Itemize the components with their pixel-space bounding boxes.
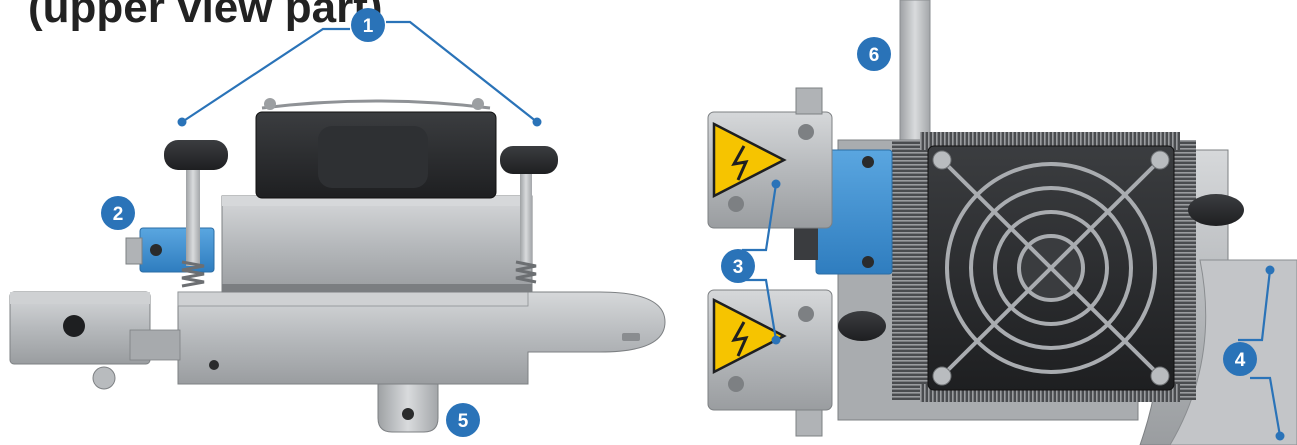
thumb-screw-left xyxy=(164,140,228,288)
page-title: (upper view part) xyxy=(28,0,383,32)
leader-4 xyxy=(1238,269,1272,342)
base-plate xyxy=(177,291,666,385)
fan-clip-wire xyxy=(261,99,491,110)
clamp-bore xyxy=(63,315,85,337)
callout-6: 6 xyxy=(857,37,891,71)
clamp-knob xyxy=(92,366,116,390)
side-view xyxy=(9,98,666,433)
warning-high-voltage-icon-2 xyxy=(712,297,787,375)
callout-4: 4 xyxy=(1223,342,1257,376)
base-plate-lip xyxy=(177,291,529,307)
callout-2-label: 2 xyxy=(113,204,124,225)
callout-4-label: 4 xyxy=(1235,350,1246,371)
base-hole xyxy=(209,360,219,370)
callout-1-label: 1 xyxy=(363,16,374,37)
heatsink-top-edge xyxy=(222,196,532,206)
fan-corner-screw-br xyxy=(1150,366,1170,386)
blue-block-screw xyxy=(150,244,162,256)
callout-3: 3 xyxy=(721,249,755,283)
leader-3b xyxy=(742,278,778,341)
callout-6-label: 6 xyxy=(869,45,880,66)
warning-high-voltage-icon xyxy=(712,121,787,199)
fan-screw-right xyxy=(472,98,484,110)
callout-5: 5 xyxy=(446,403,480,437)
top-thumb-knob-right xyxy=(1188,194,1244,226)
top-blue-screw-2 xyxy=(862,256,874,268)
clamp-block-top xyxy=(10,292,150,304)
top-view xyxy=(707,0,1297,445)
leader-1b xyxy=(386,20,538,123)
fan-screw-left xyxy=(264,98,276,110)
fan-corner-screw-tl xyxy=(932,150,952,170)
callout-1: 1 xyxy=(351,8,385,42)
connector-nut xyxy=(125,237,143,265)
heatsink-fins-left xyxy=(892,140,932,400)
bottom-tab-hole xyxy=(402,408,414,420)
fan-corner-screw-tr xyxy=(1150,150,1170,170)
callout-5-label: 5 xyxy=(458,411,469,432)
leader-lines xyxy=(181,20,1282,437)
spacer-strip xyxy=(222,284,532,292)
clamp-arm xyxy=(129,329,181,361)
leader-1 xyxy=(181,27,350,123)
fan-guard-icon xyxy=(945,162,1157,374)
leader-3 xyxy=(742,183,778,252)
vertical-bracket xyxy=(899,0,931,151)
top-thumb-knob-left xyxy=(838,311,886,341)
fan-corner-screw-bl xyxy=(932,366,952,386)
top-blue-screw-1 xyxy=(862,156,874,168)
callout-2: 2 xyxy=(101,196,135,230)
fan-hub xyxy=(318,126,428,188)
leader-endpoints xyxy=(177,117,1285,441)
callout-3-label: 3 xyxy=(733,257,744,278)
heatsink-body xyxy=(221,195,533,293)
leader-4b xyxy=(1250,376,1282,437)
base-slot xyxy=(622,333,640,341)
thumb-screw-right xyxy=(500,146,558,284)
